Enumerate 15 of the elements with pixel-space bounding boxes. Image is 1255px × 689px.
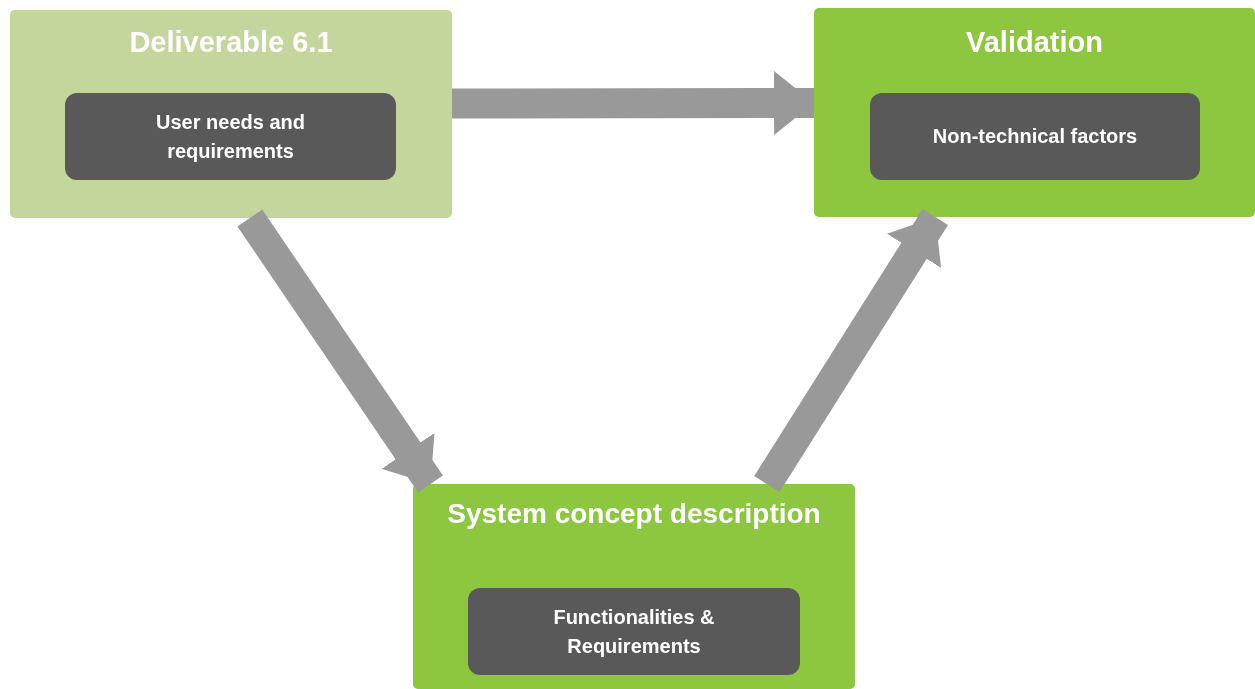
process-box: [870, 93, 1200, 180]
stage-panel: [814, 8, 1255, 217]
stage-title: Validation: [965, 26, 1104, 59]
step-label: User needs and requirements: [155, 109, 306, 164]
stage-title: System concept description: [446, 498, 822, 530]
stage-panel: [10, 10, 452, 218]
step-label: Functionalities & Requirements: [552, 604, 716, 659]
arrow: [237, 209, 443, 493]
stage-title: Deliverable 6.1: [128, 26, 334, 59]
process-box: [468, 588, 800, 675]
step-label: Non-technical factors: [932, 124, 1138, 149]
arrow: [451, 71, 815, 135]
process-box: [65, 93, 396, 180]
stage-panel: [413, 484, 855, 689]
arrow: [754, 209, 949, 492]
